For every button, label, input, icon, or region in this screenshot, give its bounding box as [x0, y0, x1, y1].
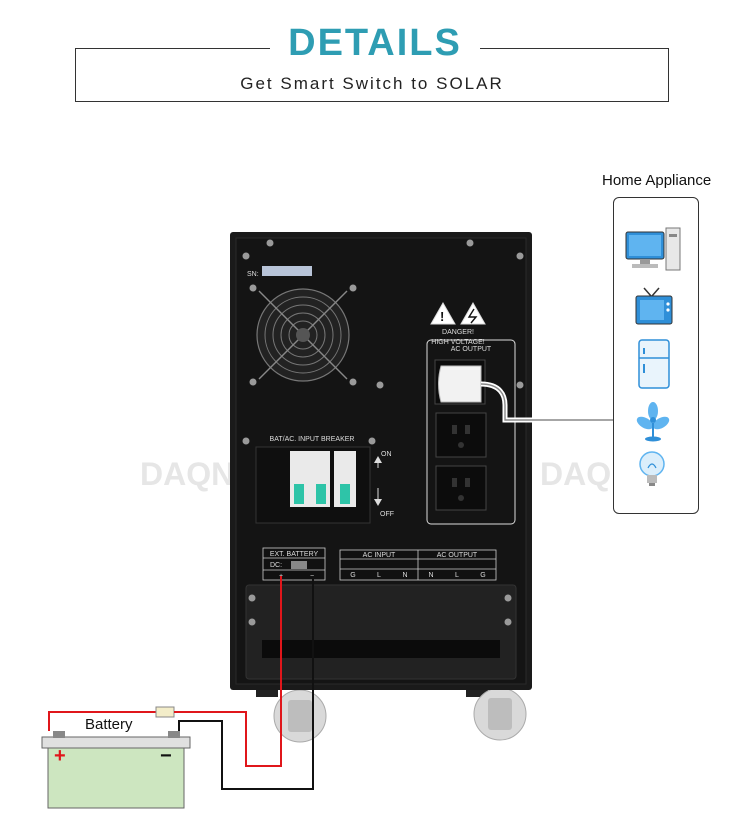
danger-line2: HIGH VOLTAGE! [431, 339, 484, 346]
fuse [155, 706, 175, 718]
battery: + − [41, 731, 191, 809]
fridge-icon [638, 339, 670, 389]
ac-output-term: N [428, 572, 433, 579]
ac-output-header: AC OUTPUT [437, 552, 478, 559]
danger-line1: DANGER! [442, 329, 474, 336]
battery-minus-sign: − [160, 745, 172, 767]
battery-wires [48, 576, 314, 790]
ac-input-term: N [402, 572, 407, 579]
ac-cord [480, 383, 613, 421]
page-subtitle: Get Smart Switch to SOLAR [240, 74, 504, 93]
sn-sticker [262, 266, 312, 276]
ac-output-term: G [480, 572, 485, 579]
cooling-fan [256, 288, 350, 382]
appliance-title: Home Appliance [602, 172, 712, 189]
danger-warning: ! DANGER! HIGH VOLTAGE! [430, 301, 486, 346]
computer-icon [625, 227, 681, 271]
terminal-block: EXT. BATTERY DC: + − AC INPUT AC OUTPUT … [262, 547, 497, 581]
tv-icon [635, 287, 673, 325]
dc-label: DC: [270, 562, 282, 569]
fan-icon [636, 402, 670, 442]
power-plug [438, 365, 482, 403]
ext-battery-label: EXT. BATTERY [270, 551, 319, 558]
ac-output-term: L [455, 572, 459, 579]
sn-label: SN: [247, 271, 259, 278]
appliance-icons [625, 227, 681, 486]
breaker-off-label: OFF [380, 511, 394, 518]
page-title-text: DETAILS [270, 22, 480, 65]
page-title: DETAILS [0, 22, 750, 65]
ac-input-term: L [377, 572, 381, 579]
appliance-panel [613, 197, 699, 514]
battery-label: Battery [85, 716, 133, 733]
ac-input-header: AC INPUT [363, 552, 396, 559]
ac-input-term: G [350, 572, 355, 579]
breaker-label: BAT/AC. INPUT BREAKER [270, 436, 355, 443]
svg-text:!: ! [440, 309, 444, 324]
watermark-text-1: DAQN [140, 456, 234, 492]
breaker-on-label: ON [381, 451, 392, 458]
ac-output-panel: AC OUTPUT [426, 339, 516, 525]
wheels [256, 683, 527, 743]
battery-plus-sign: + [54, 745, 66, 767]
bulb-icon [639, 451, 665, 486]
ac-output-label: AC OUTPUT [451, 346, 492, 353]
input-breaker: BAT/AC. INPUT BREAKER ON OFF [255, 436, 394, 524]
